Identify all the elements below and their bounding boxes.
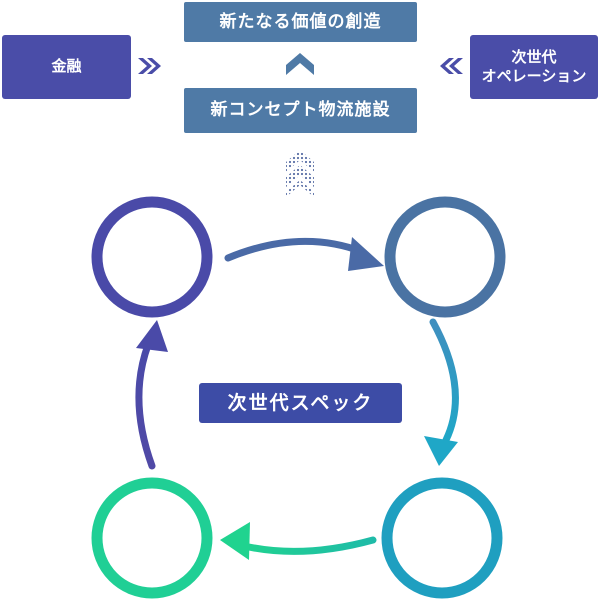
arrow-left <box>135 320 168 470</box>
ring-bottom-right <box>381 477 503 599</box>
arrow-bottom <box>220 522 377 560</box>
finance-label: 金融 <box>51 57 82 76</box>
arrow-right <box>424 318 459 466</box>
next-operations-box: 次世代 オペレーション <box>470 35 598 99</box>
concept-facility-box: 新コンセプト物流施設 <box>184 88 417 133</box>
finance-box: 金融 <box>2 35 131 99</box>
next-operations-line2: オペレーション <box>481 67 587 85</box>
arrow-top <box>224 237 384 271</box>
chevron-up-icon <box>286 53 314 75</box>
next-spec-box: 次世代スペック <box>199 383 402 423</box>
next-operations-line1: 次世代 <box>511 47 557 66</box>
value-creation-box: 新たなる価値の創造 <box>184 2 417 42</box>
ring-top-right <box>384 196 506 318</box>
double-chevron-right-icon <box>138 58 161 74</box>
dotted-chevron-up-icon <box>286 150 314 197</box>
double-chevron-left-icon <box>440 58 463 74</box>
ring-bottom-left <box>91 477 213 599</box>
concept-facility-label: 新コンセプト物流施設 <box>210 100 391 121</box>
value-creation-label: 新たなる価値の創造 <box>219 11 382 32</box>
next-spec-label: 次世代スペック <box>227 391 374 414</box>
ring-top-left <box>91 196 213 318</box>
